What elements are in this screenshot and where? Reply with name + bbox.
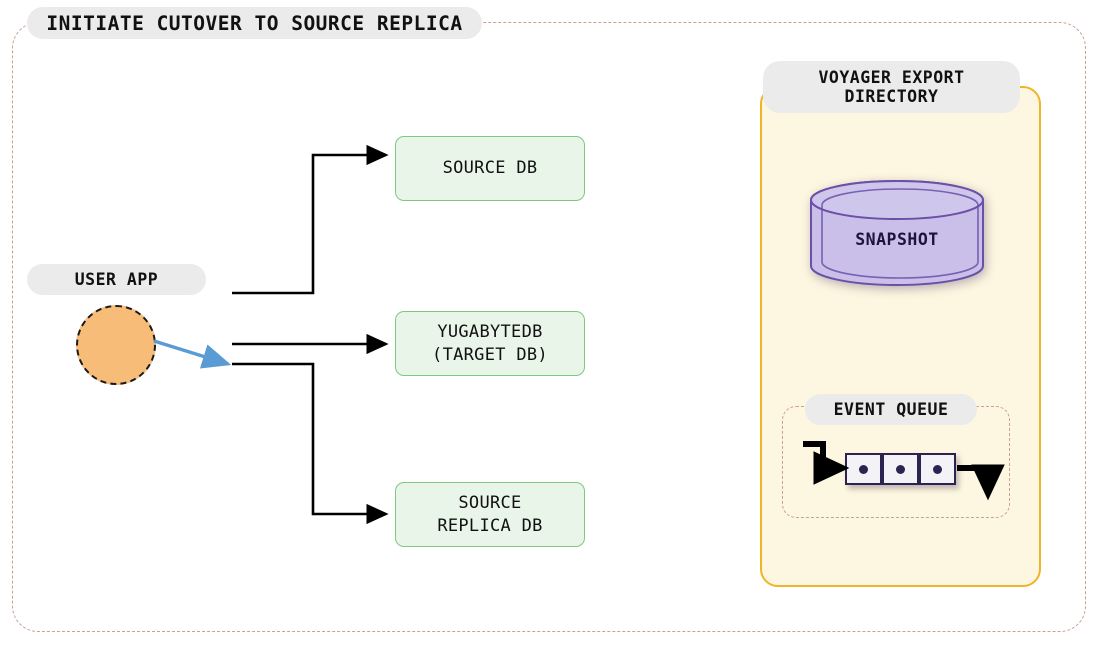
snapshot-cylinder-icon (810, 180, 984, 286)
voyager-label-line-1: VOYAGER EXPORT (818, 67, 965, 87)
target-db-box: YUGABYTEDB (TARGET DB) (395, 311, 585, 376)
queue-cell (845, 453, 882, 485)
event-queue-label: EVENT QUEUE (805, 394, 977, 425)
voyager-export-directory-label: VOYAGER EXPORT DIRECTORY (763, 61, 1020, 113)
user-app-label: USER APP (27, 264, 206, 295)
voyager-label-line-2: DIRECTORY (844, 87, 939, 106)
queue-cell (919, 453, 956, 485)
queue-event-dot-icon (896, 464, 905, 474)
queue-event-dot-icon (859, 464, 868, 474)
queue-cell (882, 453, 919, 485)
diagram-title: INITIATE CUTOVER TO SOURCE REPLICA (27, 7, 482, 39)
user-app-circle (76, 305, 156, 385)
source-replica-db-box: SOURCE REPLICA DB (395, 482, 585, 547)
source-db-box: SOURCE DB (395, 136, 585, 201)
queue-event-dot-icon (933, 464, 942, 474)
outer-dashed-frame (12, 22, 1086, 632)
snapshot-label: SNAPSHOT (855, 230, 939, 249)
voyager-export-directory-panel (760, 86, 1041, 587)
